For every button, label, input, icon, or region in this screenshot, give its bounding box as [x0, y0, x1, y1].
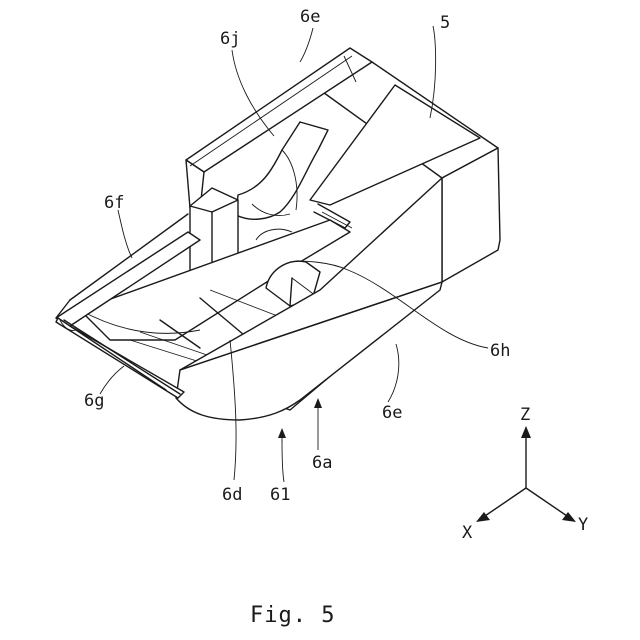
- axis-z-label: Z: [520, 405, 530, 425]
- axis-y-label: Y: [578, 515, 588, 535]
- arrow-61: [278, 428, 286, 438]
- axis-x-label: X: [462, 523, 473, 543]
- label-6d: 6d: [222, 485, 242, 505]
- axis-triad: Z X Y: [462, 405, 588, 543]
- component-61: [56, 48, 500, 420]
- label-6h: 6h: [490, 341, 510, 361]
- label-5: 5: [440, 13, 450, 33]
- label-6a: 6a: [312, 453, 332, 473]
- arrow-6a: [314, 398, 322, 408]
- figure-caption: Fig. 5: [250, 603, 335, 628]
- label-6f: 6f: [104, 193, 124, 213]
- label-6e-right: 6e: [382, 403, 402, 423]
- label-61: 61: [270, 485, 290, 505]
- label-6j: 6j: [220, 29, 240, 49]
- axis-z-arrow: [521, 426, 531, 438]
- label-6g: 6g: [84, 391, 104, 411]
- label-6e-top: 6e: [300, 7, 320, 27]
